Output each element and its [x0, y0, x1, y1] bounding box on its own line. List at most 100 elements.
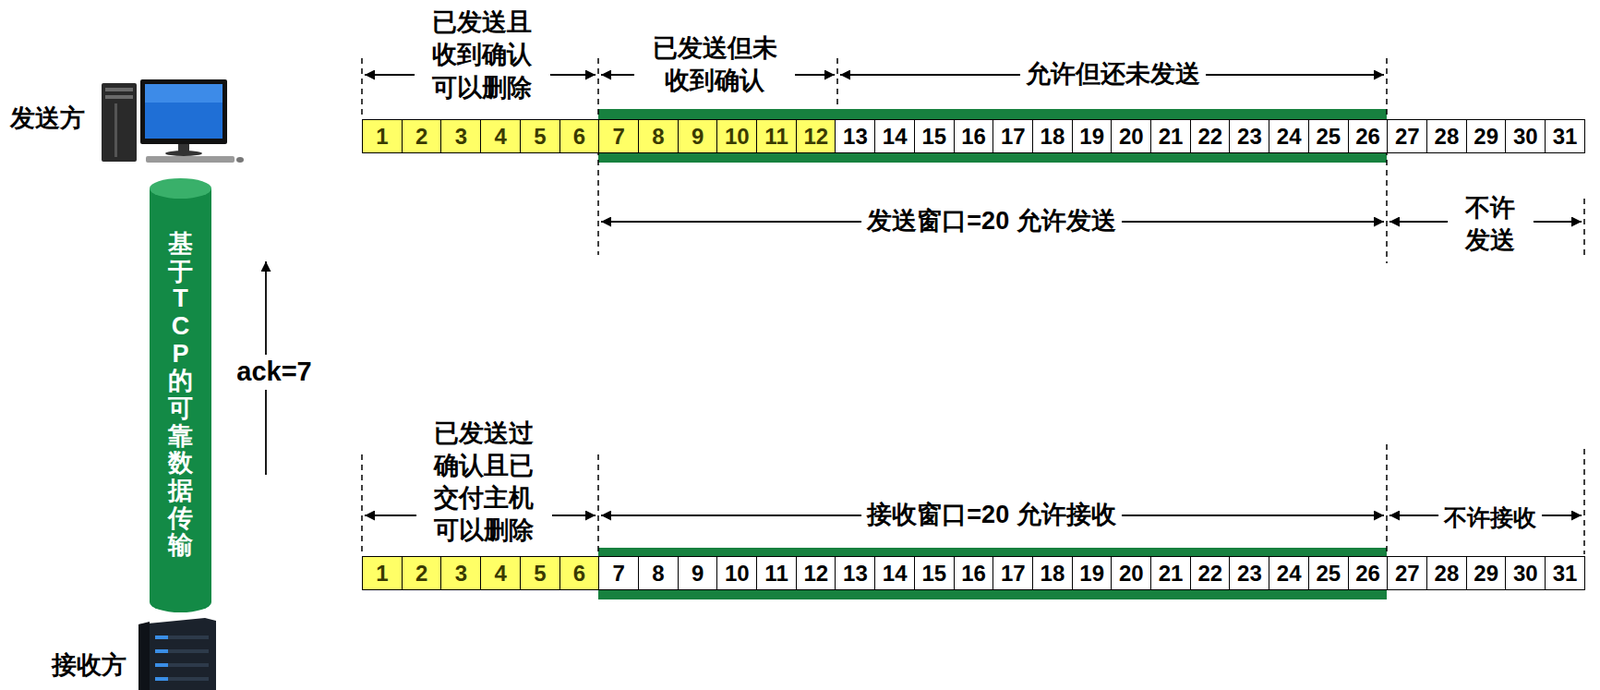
region-label: 已发送但未 收到确认 [634, 32, 795, 97]
sender-byte-cell: 6 [559, 119, 601, 154]
sender-byte-cell: 13 [834, 119, 876, 154]
receiver-byte-cell: 27 [1386, 555, 1428, 590]
receiver-byte-cell: 24 [1268, 555, 1310, 590]
receiver-byte-cell: 3 [440, 555, 482, 590]
sequence-number: 7 [613, 123, 626, 150]
sequence-number: 27 [1395, 123, 1420, 150]
send-window-band [598, 108, 1387, 163]
sequence-number: 5 [533, 560, 546, 587]
receiver-byte-cell: 31 [1544, 555, 1586, 590]
channel-title: 基于TCP的可靠数据传输 [168, 230, 193, 560]
sender-byte-cell: 26 [1347, 119, 1389, 154]
sequence-number: 9 [691, 560, 704, 587]
sequence-number: 17 [1000, 123, 1026, 150]
sequence-number: 4 [493, 560, 506, 587]
cylinder-body [149, 188, 212, 613]
server-slot [155, 635, 209, 639]
server-slot [155, 676, 209, 681]
sequence-number: 26 [1355, 560, 1381, 587]
receiver-byte-cell: 5 [519, 555, 561, 590]
sender-byte-cell: 21 [1150, 119, 1191, 154]
receiver-byte-cell: 11 [756, 555, 797, 590]
receiver-byte-cell: 2 [401, 555, 443, 590]
receiver-byte-cell: 29 [1466, 555, 1507, 590]
sender-byte-cell: 18 [1032, 119, 1073, 154]
receiver-byte-cell: 19 [1071, 555, 1113, 590]
boundary-line [1385, 58, 1388, 264]
sequence-number: 28 [1434, 560, 1460, 587]
sequence-number: 22 [1197, 560, 1223, 587]
sequence-number: 24 [1276, 560, 1302, 587]
sequence-number: 3 [455, 560, 468, 587]
tower-slot [105, 87, 133, 92]
server-side [138, 621, 150, 690]
sender-byte-cell: 25 [1308, 119, 1349, 154]
sequence-number: 30 [1513, 123, 1539, 150]
receiver-byte-cell: 12 [795, 555, 837, 590]
sender-byte-cell: 5 [519, 119, 561, 154]
sequence-number: 20 [1118, 560, 1144, 587]
region-label: 已发送过 确认且已 交付主机 可以删除 [416, 417, 553, 547]
sequence-number: 4 [493, 123, 506, 150]
sequence-number: 14 [882, 123, 908, 150]
receiver-byte-cell: 23 [1228, 555, 1270, 590]
server-icon [138, 617, 217, 690]
sequence-number: 10 [724, 123, 750, 150]
sequence-number: 11 [764, 123, 788, 150]
sequence-number: 23 [1237, 560, 1263, 587]
sequence-number: 31 [1552, 123, 1578, 150]
monitor-screen [144, 84, 223, 139]
sender-byte-cell: 31 [1544, 119, 1586, 154]
sender-byte-cell: 7 [598, 119, 639, 154]
server-slot [155, 662, 209, 667]
receiver-byte-cell: 9 [677, 555, 719, 590]
sender-byte-cell: 22 [1190, 119, 1231, 154]
boundary-line [1385, 444, 1388, 554]
receiver-byte-cell: 22 [1190, 555, 1231, 590]
sequence-number: 19 [1079, 123, 1105, 150]
receiver-byte-cell: 15 [914, 555, 955, 590]
sequence-number: 16 [961, 123, 987, 150]
tcp-channel-cylinder: 基于TCP的可靠数据传输 [149, 178, 212, 613]
sequence-number: 29 [1473, 560, 1499, 587]
receiver-byte-cell: 18 [1032, 555, 1073, 590]
receiver-byte-cell: 26 [1347, 555, 1389, 590]
sequence-number: 25 [1315, 123, 1341, 150]
sender-byte-cell: 8 [637, 119, 679, 154]
sequence-number: 6 [573, 123, 586, 150]
receiver-byte-cell: 14 [874, 555, 915, 590]
sequence-number: 8 [651, 560, 664, 587]
receiver-byte-cell: 30 [1504, 555, 1546, 590]
sender-byte-cell: 28 [1426, 119, 1468, 154]
sender-byte-cell: 10 [716, 119, 758, 154]
sequence-number: 1 [375, 560, 388, 587]
receiver-byte-cell: 7 [598, 555, 639, 590]
sequence-number: 23 [1237, 123, 1263, 150]
sender-byte-cell: 23 [1228, 119, 1270, 154]
computer-tower [101, 83, 137, 162]
keyboard [145, 156, 235, 163]
computer-icon [101, 79, 244, 163]
sequence-number: 31 [1552, 560, 1578, 587]
sequence-number: 21 [1158, 560, 1184, 587]
sequence-number: 1 [375, 123, 388, 150]
sequence-number: 2 [415, 560, 428, 587]
monitor-stand [165, 150, 203, 157]
sequence-number: 13 [842, 123, 868, 150]
boundary-line [1583, 198, 1586, 255]
sender-byte-cell: 4 [480, 119, 521, 154]
server-light [155, 676, 169, 681]
sequence-number: 8 [651, 123, 664, 150]
receiver-byte-cell: 20 [1110, 555, 1152, 590]
ack-label: ack=7 [230, 354, 317, 390]
sequence-number: 6 [573, 560, 586, 587]
sequence-number: 27 [1395, 560, 1420, 587]
sequence-number: 10 [724, 560, 750, 587]
region-label: 允许但还未发送 [1020, 58, 1206, 91]
receive-window-band [598, 547, 1387, 600]
mouse [236, 156, 244, 163]
receiver-byte-cell: 28 [1426, 555, 1468, 590]
sequence-number: 28 [1434, 123, 1460, 150]
receiver-byte-cell: 8 [637, 555, 679, 590]
boundary-line [360, 454, 363, 554]
